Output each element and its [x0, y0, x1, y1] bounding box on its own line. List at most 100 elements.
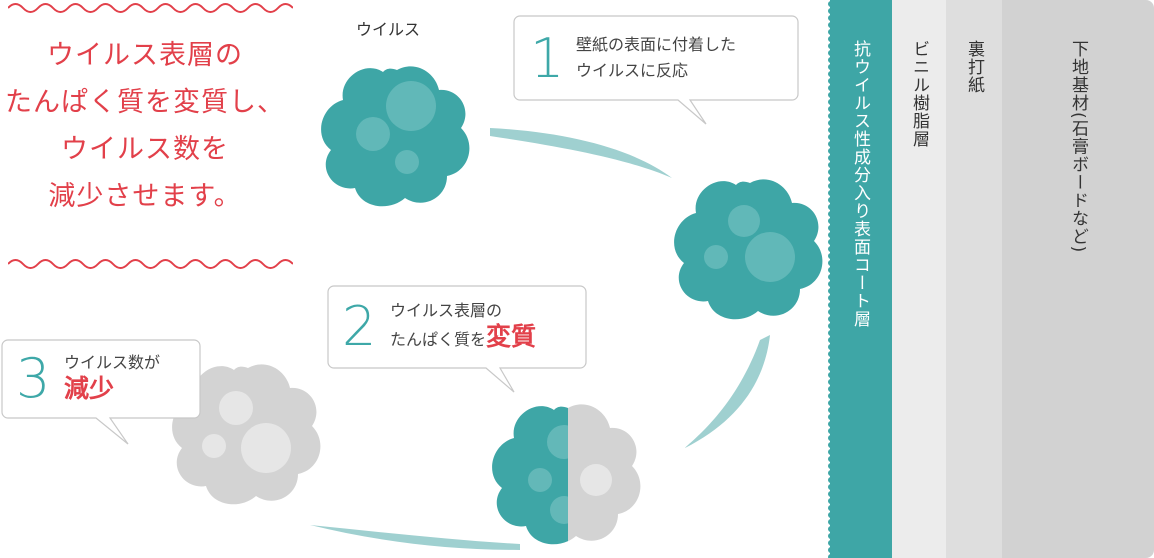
wavy-divider-top — [8, 3, 293, 13]
coat-dot — [828, 463, 834, 469]
coat-dot — [828, 211, 834, 217]
coat-dot — [828, 393, 834, 399]
coat-dot — [828, 50, 834, 56]
step-1-text: 壁紙の表面に付着した ウイルスに反応 — [576, 32, 736, 84]
speech-bubble-3 — [1, 339, 201, 445]
coat-dot — [828, 106, 834, 112]
coat-dot — [828, 71, 834, 77]
coat-dot — [828, 470, 834, 476]
coat-dot — [828, 141, 834, 147]
virus-gray-denatured — [172, 364, 321, 505]
step-1-number: 1 — [530, 27, 565, 90]
coat-dot — [828, 449, 834, 455]
coat-dot — [828, 428, 834, 434]
layer-antiviral-coat: 抗ウイルス性成分入り表面コート層 — [830, 0, 892, 558]
layer-substrate-label: 下地基材(石膏ボードなど) — [1068, 40, 1088, 254]
coat-dot — [828, 540, 834, 546]
coat-dot — [828, 232, 834, 238]
coat-dot — [828, 57, 834, 63]
coat-dot — [828, 526, 834, 532]
coat-dot — [828, 176, 834, 182]
coat-dot — [828, 1, 834, 7]
coat-dot — [828, 260, 834, 266]
coat-dot — [828, 281, 834, 287]
coat-dot — [828, 372, 834, 378]
speech-bubble-2 — [327, 285, 587, 393]
virus-cycle-diagram — [1, 15, 823, 550]
layer-antiviral-coat-label: 抗ウイルス性成分入り表面コート層 — [850, 40, 870, 328]
coat-dot — [828, 435, 834, 441]
speech-bubble-1 — [513, 15, 799, 125]
coat-dot — [828, 484, 834, 490]
coat-dot — [828, 358, 834, 364]
step-2-line: ウイルス表層の — [390, 301, 503, 320]
coat-dot — [828, 148, 834, 154]
step-2-number: 2 — [342, 295, 377, 358]
coat-dot — [828, 162, 834, 168]
cycle-arrow — [490, 128, 672, 178]
coat-dot — [828, 169, 834, 175]
coat-dot — [828, 218, 834, 224]
step-3-text: ウイルス数が 減少 — [64, 350, 160, 402]
coat-dot — [828, 400, 834, 406]
coat-dot — [828, 190, 834, 196]
coat-dot — [828, 64, 834, 70]
step-1-line: ウイルスに反応 — [576, 61, 689, 80]
coat-dot — [828, 337, 834, 343]
coat-dot — [828, 134, 834, 140]
headline-line: たんぱく質を変質し、 — [5, 87, 285, 118]
coat-dot — [828, 36, 834, 42]
headline-line: 減少させます。 — [48, 181, 242, 212]
step-3-accent: 減少 — [64, 374, 115, 403]
coat-dot — [828, 8, 834, 14]
virus-half-denatured — [492, 404, 641, 545]
coat-dot — [828, 330, 834, 336]
coat-dot — [828, 22, 834, 28]
coat-dot — [828, 274, 834, 280]
coat-dot — [828, 323, 834, 329]
coat-dot — [828, 442, 834, 448]
coat-dot — [828, 113, 834, 119]
coat-dot — [828, 477, 834, 483]
coat-dot — [828, 547, 834, 553]
coat-dot — [828, 316, 834, 322]
coat-dot — [828, 183, 834, 189]
headline-line: ウイルス数を — [61, 134, 229, 165]
coat-dot — [828, 309, 834, 315]
layer-substrate: 下地基材(石膏ボードなど) — [1002, 0, 1154, 558]
step-3-line: ウイルス数が — [64, 353, 161, 372]
coat-dot — [828, 78, 834, 84]
coat-dot — [828, 519, 834, 525]
coat-dot — [828, 253, 834, 259]
step-3-number: 3 — [16, 347, 51, 410]
coat-dot — [828, 351, 834, 357]
coat-dot — [828, 267, 834, 273]
coat-dot — [828, 379, 834, 385]
coat-dot — [828, 120, 834, 126]
coat-dot — [828, 554, 834, 558]
virus-teal-top — [321, 66, 470, 207]
coat-dot — [828, 155, 834, 161]
coat-dot — [828, 302, 834, 308]
layer-vinyl: ビニル樹脂層 — [892, 0, 946, 558]
coat-dot — [828, 288, 834, 294]
virus-teal-right — [674, 179, 823, 320]
coat-dot — [828, 43, 834, 49]
coat-dot — [828, 491, 834, 497]
layer-backing-paper: 裏打紙 — [946, 0, 1002, 558]
headline-line: ウイルス表層の — [47, 40, 243, 71]
coat-dot — [828, 225, 834, 231]
coat-dot — [828, 15, 834, 21]
coat-dot — [828, 498, 834, 504]
cycle-arrow — [310, 525, 520, 550]
coat-dot — [828, 386, 834, 392]
coat-dot — [828, 127, 834, 133]
layer-vinyl-label: ビニル樹脂層 — [909, 40, 929, 148]
coat-dot — [828, 85, 834, 91]
coat-dot — [828, 505, 834, 511]
coat-dot — [828, 92, 834, 98]
coat-dot — [828, 99, 834, 105]
coat-dot — [828, 456, 834, 462]
coat-dot — [828, 421, 834, 427]
coat-dot — [828, 239, 834, 245]
